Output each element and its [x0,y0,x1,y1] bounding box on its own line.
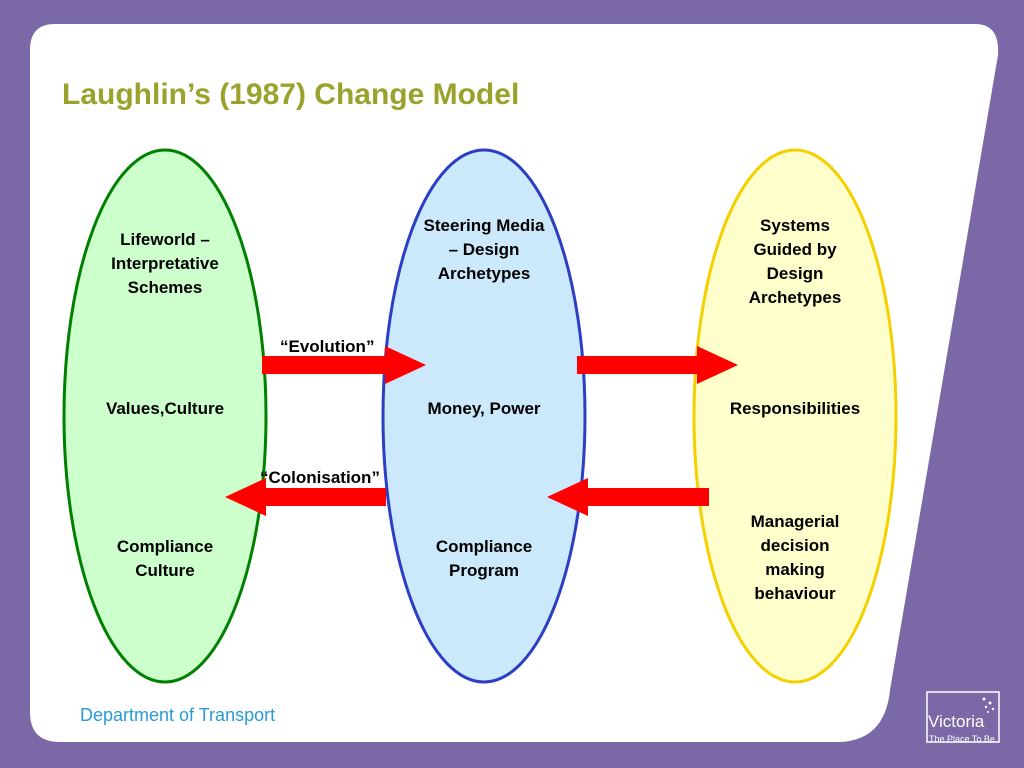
evolution-label: “Evolution” [280,337,375,356]
steering-ellipse [381,148,587,684]
lifeworld-top-text: Lifeworld – Interpretative Schemes [111,230,219,297]
steering-top-text: Steering Media – Design Archetypes [423,216,545,283]
department-name: Department of Transport [80,705,276,725]
colonisation-arrow-left [225,478,386,516]
colonisation-arrow-right [547,478,709,516]
systems-middle-text: Responsibilities [729,399,861,418]
systems-ellipse [692,148,898,684]
logo-tagline: The Place To Be [929,734,995,744]
lifeworld-ellipse [62,148,268,684]
lifeworld-bottom-text: Compliance Culture [116,537,214,580]
colonisation-label: “Colonisation” [260,468,380,487]
steering-middle-text: Money, Power [427,399,541,418]
lifeworld-middle-text: Values,Culture [105,399,225,418]
steering-bottom-text: Compliance Program [435,537,533,580]
page-title: Laughlin’s (1987) Change Model [62,78,520,111]
systems-bottom-text: Managerial decision making behaviour [750,512,840,603]
logo-word: Victoria [928,712,985,731]
evolution-arrow-left [262,346,426,384]
systems-top-text: Systems Guided by Design Archetypes [748,216,842,307]
evolution-arrow-right [577,346,738,384]
logo-stars-icon [926,691,1000,743]
victoria-logo [926,691,1000,743]
